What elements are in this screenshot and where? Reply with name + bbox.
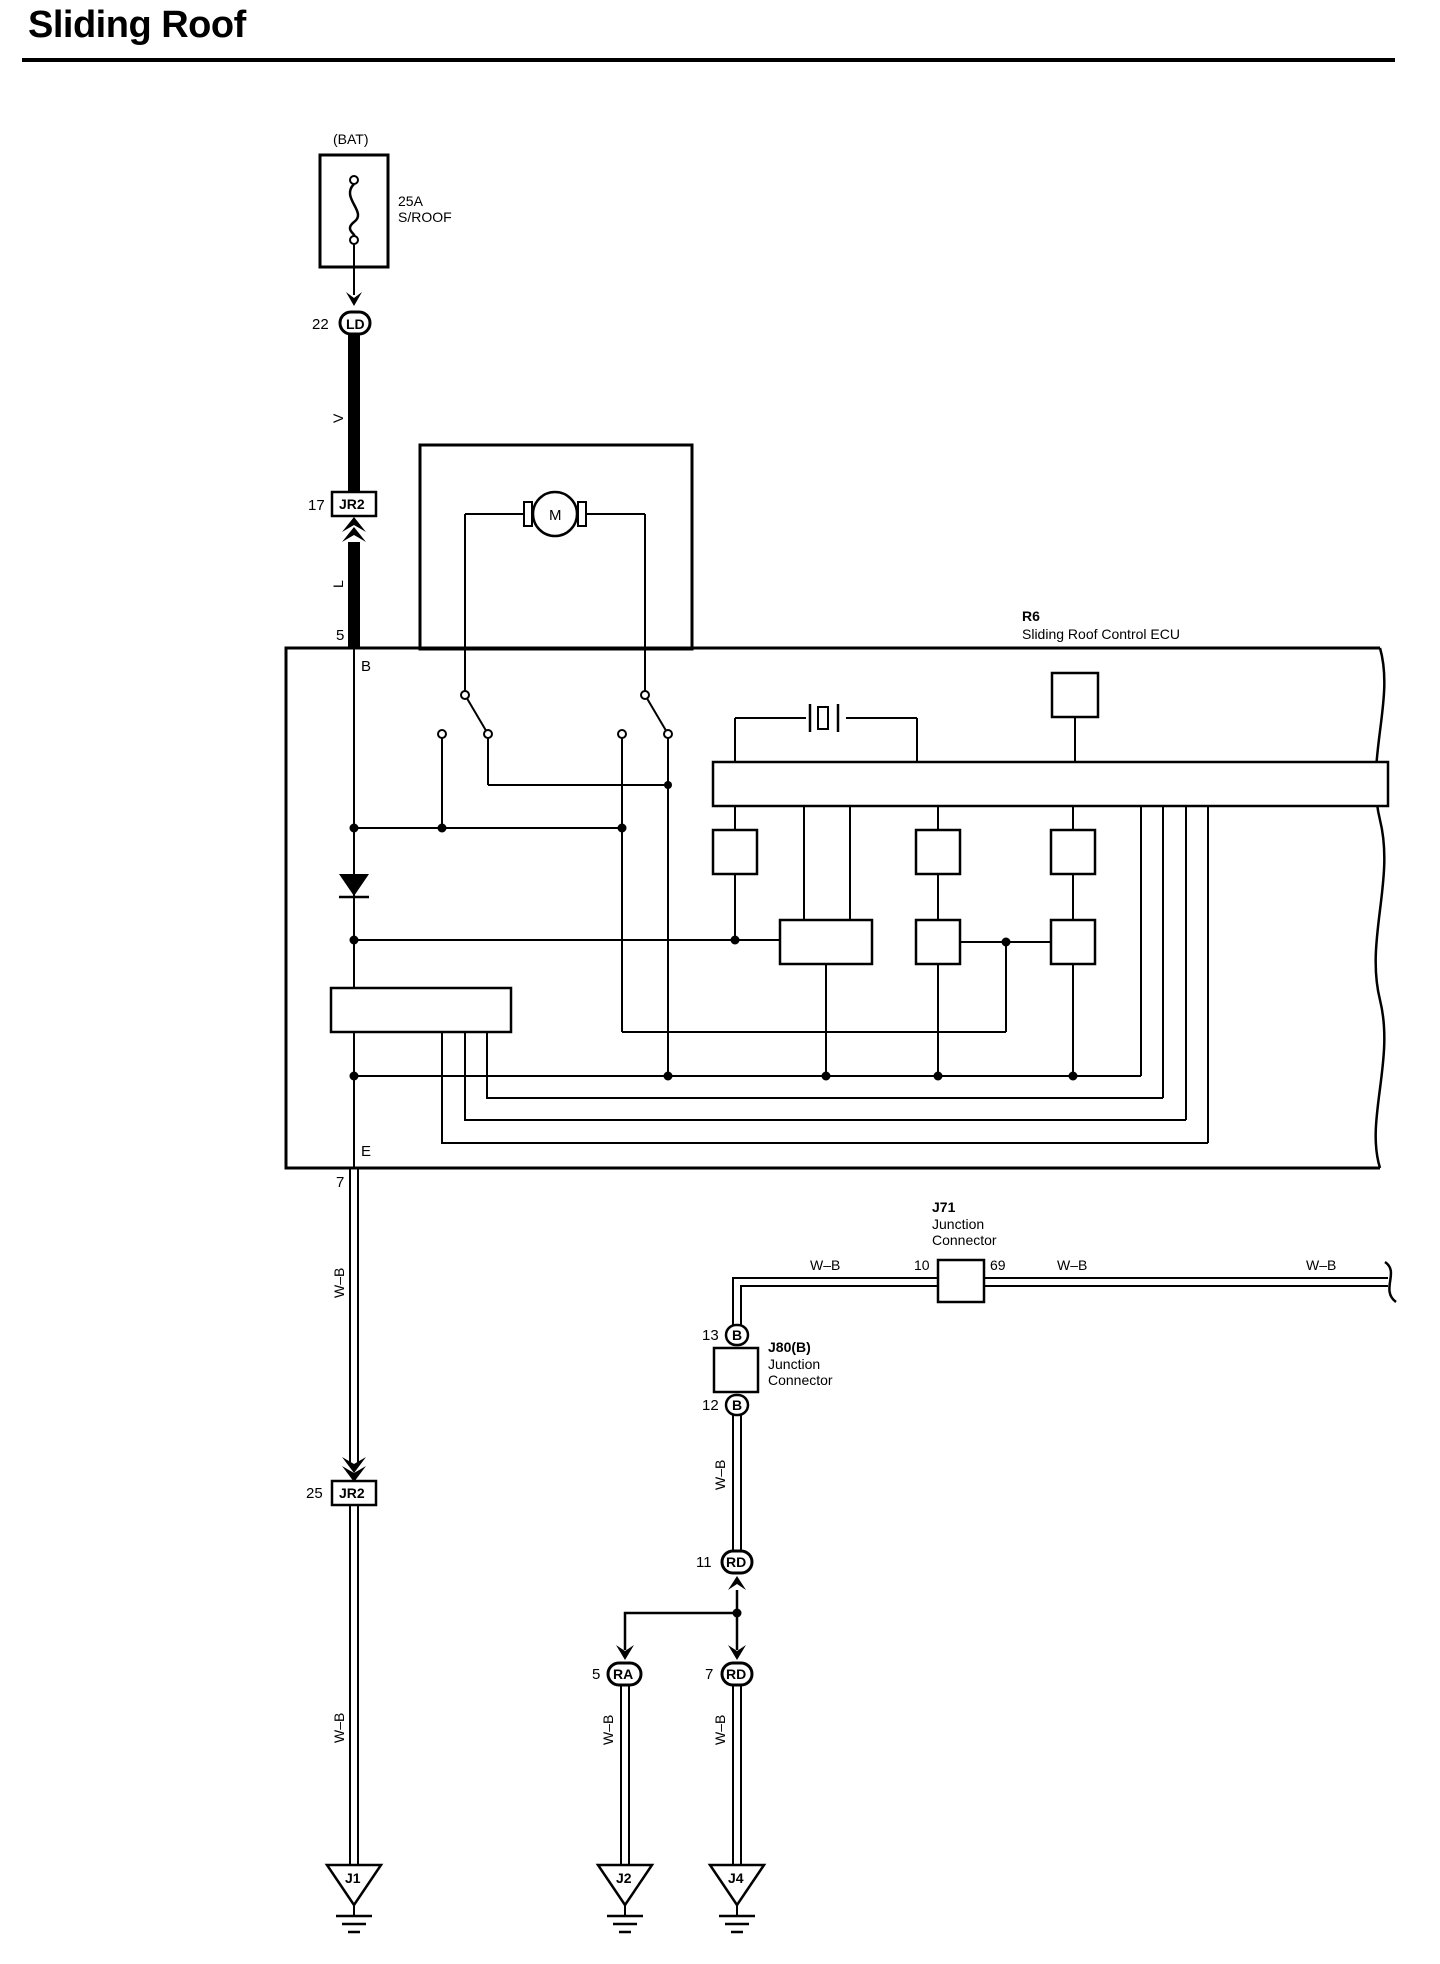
fuse-block: (BAT) 25A S/ROOF <box>318 131 452 295</box>
rd-top-connector: 11 RD <box>696 1549 754 1575</box>
motor-symbol: M <box>549 507 562 524</box>
ground-j2-label: J2 <box>616 1870 632 1886</box>
ra-code: RA <box>613 1666 633 1682</box>
ecu-id: R6 <box>1022 608 1040 624</box>
wire-wb-label-8: W–B <box>712 1715 728 1745</box>
ecu-terminal-e: E <box>361 1143 371 1160</box>
ld-code: LD <box>346 316 365 332</box>
rd-bottom-code: RD <box>726 1666 746 1682</box>
j71-pin-right: 69 <box>990 1257 1006 1273</box>
arrow-down-icon <box>342 1457 366 1482</box>
wire-v <box>348 334 360 492</box>
motor-box: M <box>418 443 694 695</box>
jr2-top-pin: 17 <box>308 497 325 514</box>
ecu-pin-b: 5 <box>336 627 344 644</box>
ecu-break-edge <box>1374 647 1386 1169</box>
j71-connector: J71 Junction Connector 10 69 <box>914 1199 1006 1304</box>
j80-top-pin: 13 <box>702 1327 719 1344</box>
wire-wb-label-5: W–B <box>1306 1257 1336 1273</box>
arrow-down-icon <box>346 292 362 306</box>
bat-label: (BAT) <box>333 131 369 147</box>
ground-icon <box>324 1863 384 1908</box>
rd-bottom-pin: 7 <box>705 1666 713 1683</box>
fuse-rating: 25A <box>398 193 424 209</box>
ecu: R6 Sliding Roof Control ECU 5 B <box>284 608 1390 1170</box>
ra-connector: 5 RA <box>592 1661 643 1687</box>
arrow-up-icon <box>342 517 366 542</box>
ecu-terminal-b: B <box>361 658 371 675</box>
ground-j2: J2 <box>595 1863 655 1934</box>
rd-top-pin: 11 <box>696 1554 712 1571</box>
jr2-bottom-connector: 25 JR2 <box>306 1479 378 1507</box>
j71-line1: Junction <box>932 1216 984 1232</box>
page-title: Sliding Roof <box>28 4 246 46</box>
ground-icon <box>595 1863 655 1908</box>
ground-icon <box>707 1863 767 1908</box>
j80-top-code: B <box>732 1327 742 1343</box>
j71-pin-left: 10 <box>914 1257 930 1273</box>
fuse-name: S/ROOF <box>398 209 452 225</box>
ground-j4-label: J4 <box>728 1870 744 1886</box>
j71-id: J71 <box>932 1199 956 1215</box>
jr2-bottom-code: JR2 <box>339 1485 365 1501</box>
ecu-pin-e: 7 <box>336 1174 344 1191</box>
motor-icon <box>531 490 579 538</box>
j80-line1: Junction <box>768 1356 820 1372</box>
wire-l-label: L <box>330 580 346 588</box>
wire-wb-label-3: W–B <box>810 1257 840 1273</box>
j80-line2: Connector <box>768 1372 833 1388</box>
rd-top-code: RD <box>726 1554 746 1570</box>
ld-pin: 22 <box>312 316 329 333</box>
ra-pin: 5 <box>592 1666 600 1683</box>
rd-bottom-connector: 7 RD <box>705 1661 754 1687</box>
wire-wb-label-4: W–B <box>1057 1257 1087 1273</box>
arrow-down-icon <box>728 1645 746 1660</box>
wire-l <box>348 542 360 648</box>
wire-wb-label-2: W–B <box>331 1713 347 1743</box>
wire-wb-label-7: W–B <box>600 1715 616 1745</box>
wire-wb-label-1: W–B <box>331 1268 347 1298</box>
diode-icon <box>339 874 369 896</box>
ground-j4: J4 <box>707 1863 767 1934</box>
j80-bottom-code: B <box>732 1397 742 1413</box>
j71-line2: Connector <box>932 1232 997 1248</box>
j80-connector: 13 B J80(B) Junction Connector 12 B <box>702 1323 833 1417</box>
wire-v-label: V <box>330 413 346 423</box>
wire-wb-label-6: W–B <box>712 1460 728 1490</box>
ld-connector: 22 LD <box>312 310 372 336</box>
ground-j1: J1 <box>324 1863 384 1934</box>
j80-id: J80(B) <box>768 1339 811 1355</box>
ecu-name: Sliding Roof Control ECU <box>1022 626 1180 642</box>
arrow-down-icon <box>616 1645 634 1660</box>
j80-bottom-pin: 12 <box>702 1397 719 1414</box>
title-rule <box>22 58 1395 62</box>
ground-j1-label: J1 <box>345 1870 361 1886</box>
arrow-up-icon <box>728 1576 746 1590</box>
jr2-top-code: JR2 <box>339 496 365 512</box>
jr2-top-connector: 17 JR2 <box>308 490 378 518</box>
jr2-bottom-pin: 25 <box>306 1485 323 1502</box>
